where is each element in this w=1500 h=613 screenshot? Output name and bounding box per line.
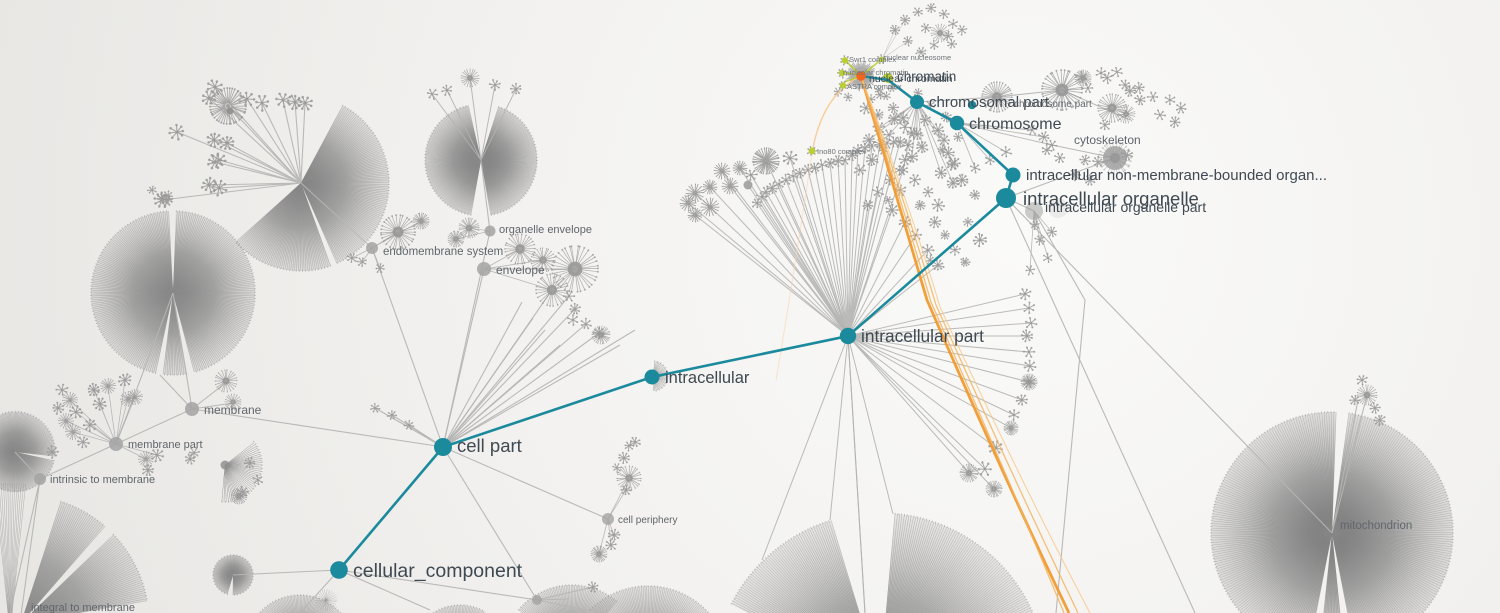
svg-text:Ino80 complex: Ino80 complex [817, 147, 866, 156]
svg-text:intracellular organelle part: intracellular organelle part [1045, 199, 1206, 215]
svg-text:organelle envelope: organelle envelope [499, 224, 592, 236]
svg-text:intracellular part: intracellular part [861, 326, 984, 346]
svg-text:membrane part: membrane part [128, 439, 203, 451]
svg-text:cellular_component: cellular_component [353, 560, 523, 582]
svg-text:cytoskeleton: cytoskeleton [1074, 133, 1141, 147]
svg-text:intracellular: intracellular [665, 369, 750, 387]
svg-text:intracellular non-membrane-bou: intracellular non-membrane-bounded organ… [1026, 167, 1327, 184]
svg-text:chromosome part: chromosome part [1014, 99, 1092, 110]
svg-text:envelope: envelope [496, 263, 545, 277]
svg-text:nuclear chromatin: nuclear chromatin [869, 73, 953, 85]
svg-text:intrinsic to membrane: intrinsic to membrane [50, 474, 155, 486]
svg-text:intracellular organelle: intracellular organelle [1023, 188, 1199, 209]
svg-text:cell periphery: cell periphery [618, 515, 677, 526]
svg-text:nuclear nucleosome: nuclear nucleosome [884, 53, 951, 62]
svg-text:chromatin: chromatin [897, 69, 956, 84]
svg-text:ASTRA complex: ASTRA complex [847, 82, 902, 91]
svg-text:mitochondrion: mitochondrion [1340, 520, 1412, 532]
svg-text:endomembrane system: endomembrane system [383, 246, 503, 258]
svg-text:chromosome: chromosome [969, 116, 1062, 133]
svg-text:integral to membrane: integral to membrane [31, 602, 135, 613]
svg-text:cell part: cell part [457, 435, 522, 456]
svg-text:chromosomal part: chromosomal part [929, 94, 1050, 111]
svg-text:membrane: membrane [204, 403, 262, 417]
svg-text:nucleolar chromatin: nucleolar chromatin [843, 68, 908, 77]
svg-text:Swr1 complex: Swr1 complex [849, 55, 896, 64]
